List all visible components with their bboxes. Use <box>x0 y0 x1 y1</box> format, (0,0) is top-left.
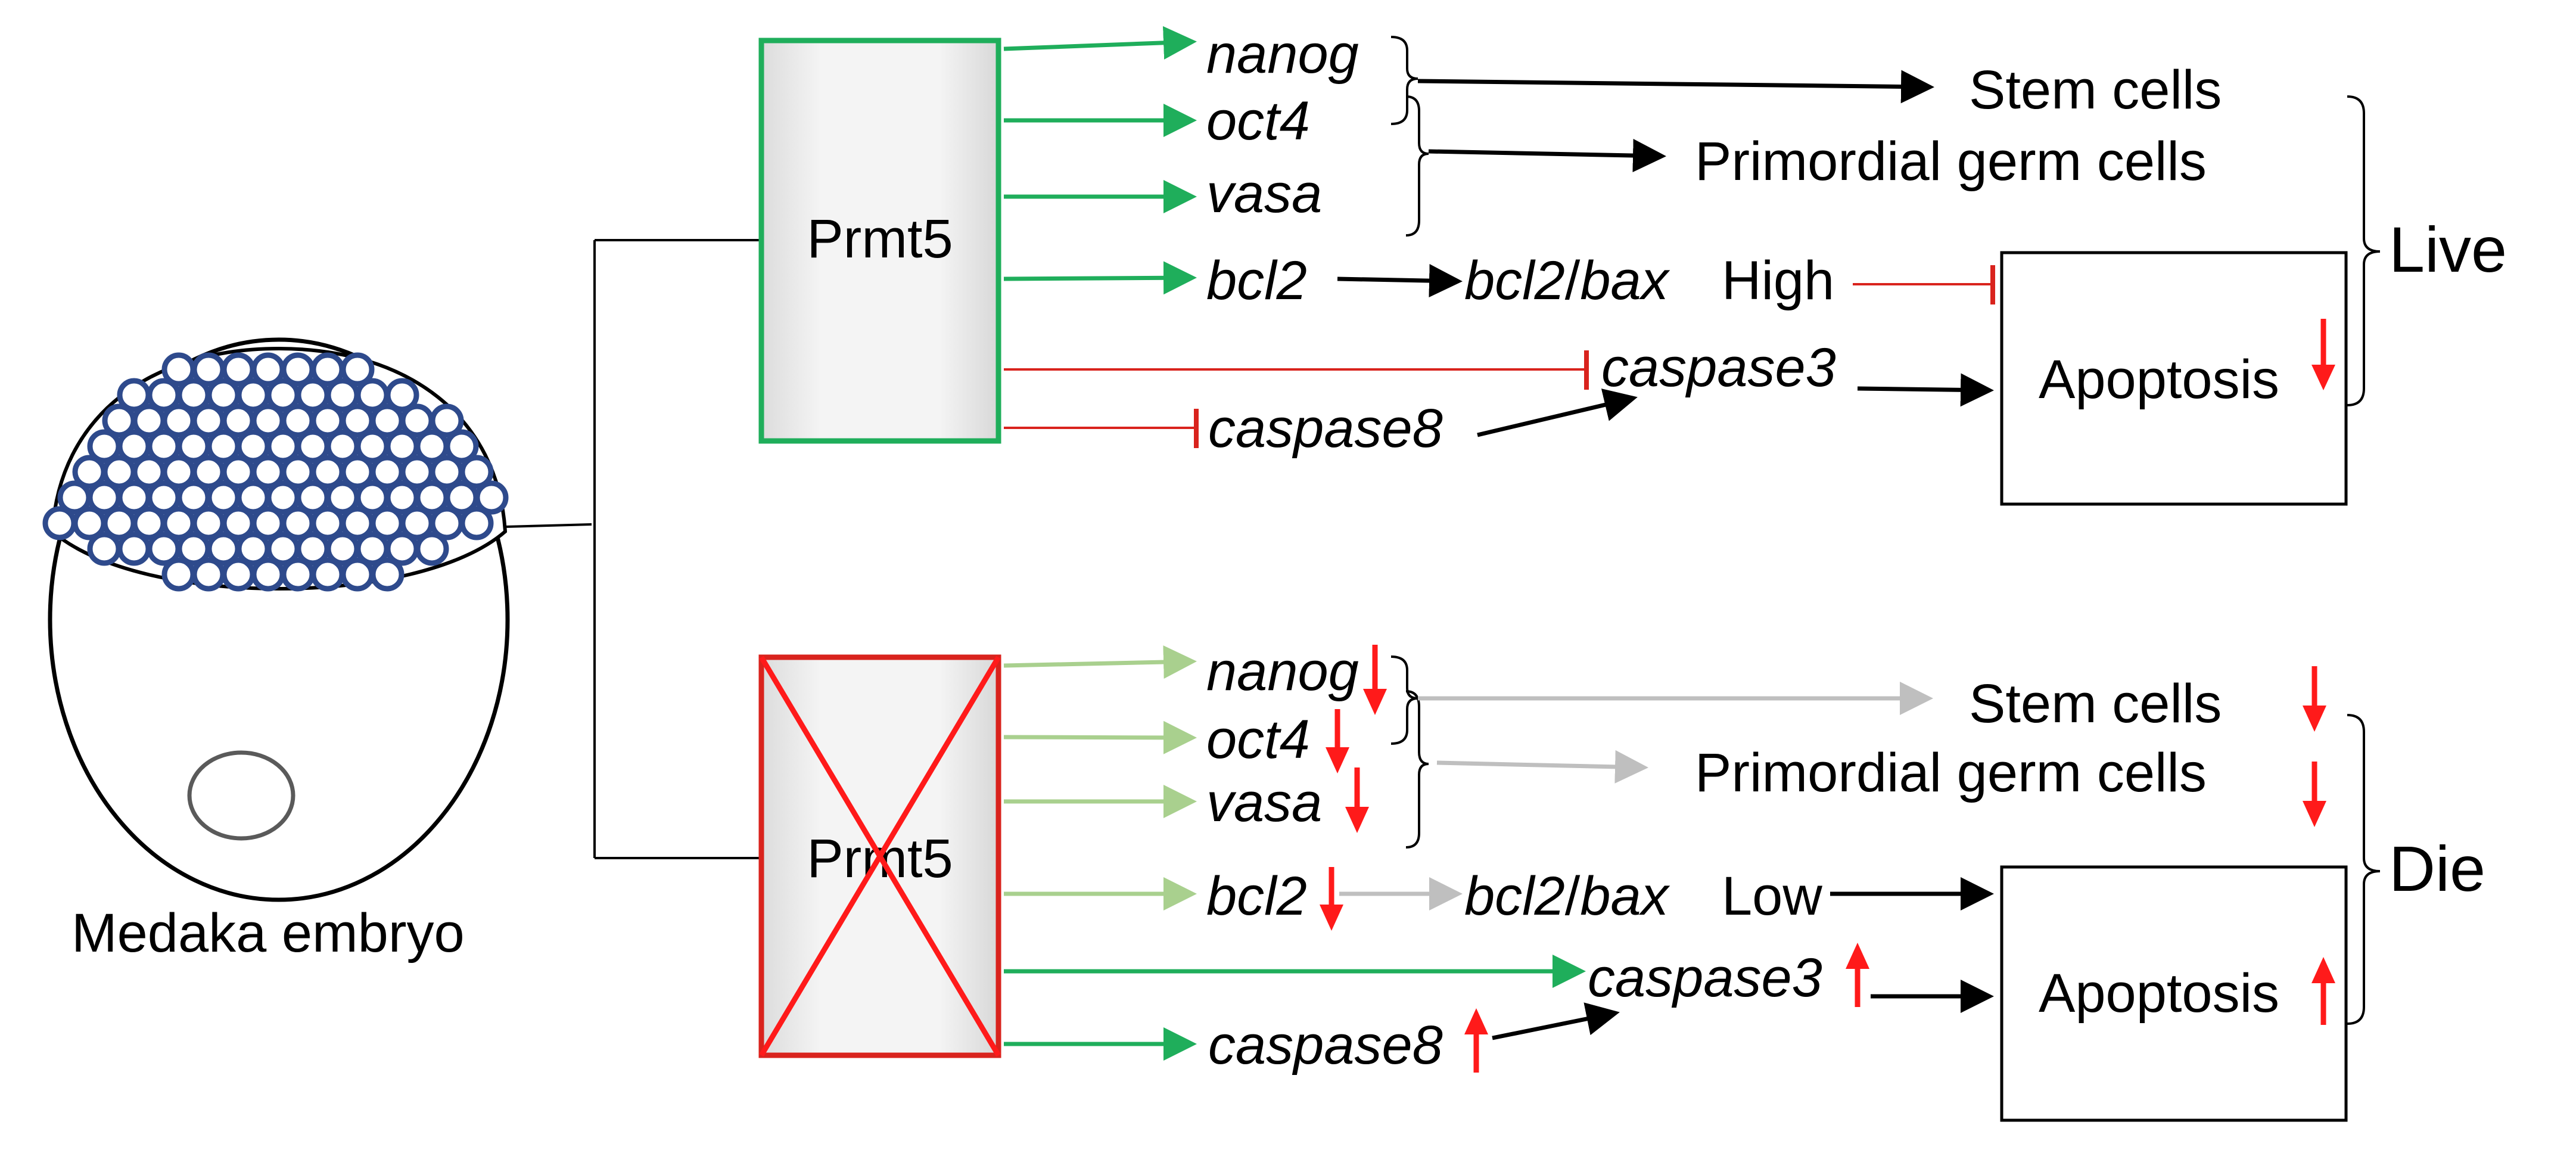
bottom-arrow-nanog <box>1003 645 1197 679</box>
top-arrow-nanog <box>1003 26 1197 60</box>
top-outcome-bracket <box>2347 95 2381 406</box>
top-gene-bcl2: bcl2 <box>1206 250 1307 311</box>
bottom-pgc: Primordial germ cells <box>1695 742 2207 803</box>
bottom-ratio-slash: / <box>1565 866 1581 927</box>
top-prmt5-label: Prmt5 <box>807 209 953 269</box>
top-gene-caspase3: caspase3 <box>1601 337 1836 398</box>
bottom-outcome-bracket <box>2347 714 2381 1025</box>
down-arrow-bottom-vasa <box>1345 767 1369 833</box>
top-apoptosis-label: Apoptosis <box>2039 349 2279 410</box>
bottom-gene-bcl2: bcl2 <box>1206 866 1307 927</box>
bottom-ratio-gene2: bax <box>1580 866 1670 927</box>
top-arrow-caspase8-caspase3 <box>1477 389 1638 437</box>
knockout-cross <box>759 655 1001 1057</box>
bottom-ratio-gene1: bcl2 <box>1464 866 1565 927</box>
top-ratio-level: High <box>1722 250 1834 311</box>
blastoderm-cell <box>191 557 226 592</box>
bottom-prmt5-box: Prmt5 <box>758 654 1001 1058</box>
top-ratio-gene2: bax <box>1580 250 1670 311</box>
blastoderm-cell <box>281 557 315 592</box>
bottom-brackets <box>1390 655 1429 849</box>
blastoderm-cells <box>42 352 509 592</box>
medaka-embryo: Medaka embryo <box>42 337 510 964</box>
top-prmt5-box: Prmt5 <box>758 38 1001 444</box>
top-gene-nanog: nanog <box>1206 24 1359 85</box>
bottom-weak-activation-arrows <box>1003 645 1197 910</box>
top-ratio-gene1: bcl2 <box>1464 250 1565 311</box>
bottom-ratio: bcl2/bax <box>1464 866 1670 927</box>
blastoderm-cell <box>385 378 419 412</box>
bottom-gene-vasa: vasa <box>1206 772 1322 833</box>
bottom-activation-arrows <box>1004 955 1586 1061</box>
blastoderm-cell <box>444 429 479 464</box>
blastoderm-cell <box>340 557 375 592</box>
top-activation-arrows <box>1003 26 1197 295</box>
embryo-label: Medaka embryo <box>71 903 465 964</box>
blastoderm-cell <box>415 532 449 566</box>
blastoderm-cell <box>459 506 494 540</box>
blastoderm-cell <box>370 557 405 592</box>
blastoderm-cell <box>474 480 509 515</box>
top-arrow-stem-cells <box>1417 70 1934 104</box>
bottom-gene-caspase3: caspase3 <box>1588 947 1822 1008</box>
bottom-gene-nanog: nanog <box>1206 641 1359 702</box>
top-arrow-bcl2-bax <box>1337 264 1463 298</box>
top-apoptosis-box: Apoptosis <box>2000 251 2348 506</box>
top-gene-vasa: vasa <box>1206 163 1322 224</box>
blastoderm-cell <box>459 455 494 489</box>
up-arrow-bottom-caspase3 <box>1846 943 1869 1007</box>
bottom-arrow-pgc <box>1436 750 1648 784</box>
top-ratio: bcl2/bax <box>1464 250 1670 311</box>
top-gene-caspase8: caspase8 <box>1208 398 1443 459</box>
bottom-ratio-level: Low <box>1722 866 1822 927</box>
blastoderm-cell <box>221 557 256 592</box>
bottom-arrow-oct4 <box>1003 720 1197 754</box>
top-arrow-caspase3-apoptosis <box>1857 373 1994 407</box>
top-outcome: Live <box>2389 213 2507 285</box>
top-ratio-slash: / <box>1565 250 1581 311</box>
top-brackets <box>1390 36 1429 237</box>
top-apoptosis-down-arrow <box>2311 319 2335 390</box>
oil-droplet <box>187 750 295 841</box>
down-arrow-bottom-stem-cells <box>2303 666 2326 732</box>
down-arrow-bottom-nanog <box>1363 645 1387 715</box>
top-stem-cells: Stem cells <box>1969 60 2222 120</box>
blastoderm-cell <box>430 403 464 438</box>
bottom-outcome: Die <box>2389 832 2485 905</box>
top-pgc: Primordial germ cells <box>1695 131 2207 192</box>
bottom-apoptosis-label: Apoptosis <box>2039 963 2279 1024</box>
blastoderm-cell <box>251 557 285 592</box>
bottom-gene-caspase8: caspase8 <box>1208 1015 1443 1076</box>
top-gene-oct4: oct4 <box>1206 91 1310 151</box>
blastoderm-cell <box>117 532 151 566</box>
blastoderm-cell <box>310 557 345 592</box>
blastoderm-cell <box>42 506 77 540</box>
bottom-black-arrows <box>1492 877 1994 1040</box>
blastoderm-cell <box>161 557 196 592</box>
top-arrow-bcl2 <box>1003 261 1197 295</box>
blastoderm-cell <box>340 352 375 387</box>
branch-connector <box>505 239 761 859</box>
up-arrow-bottom-apoptosis <box>2311 957 2335 1025</box>
bottom-apoptosis-box: Apoptosis <box>2000 865 2348 1122</box>
top-inhibition-lines <box>1004 350 1589 448</box>
bottom-stem-cells: Stem cells <box>1969 673 2222 734</box>
down-arrow-bottom-bcl2 <box>1320 867 1343 931</box>
up-arrow-bottom-caspase8 <box>1464 1008 1488 1073</box>
top-black-arrows <box>1337 70 1994 437</box>
top-arrow-pgc <box>1428 139 1666 172</box>
top-inhibit-apoptosis <box>1853 265 1995 304</box>
blastoderm-cell <box>87 532 122 566</box>
down-arrow-bottom-pgc <box>2303 762 2326 827</box>
bottom-grey-arrows <box>1339 682 1933 910</box>
bottom-arrow-caspase8-caspase3 <box>1492 1002 1620 1040</box>
down-arrow-bottom-oct4 <box>1326 709 1349 773</box>
bottom-gene-oct4: oct4 <box>1206 709 1310 770</box>
